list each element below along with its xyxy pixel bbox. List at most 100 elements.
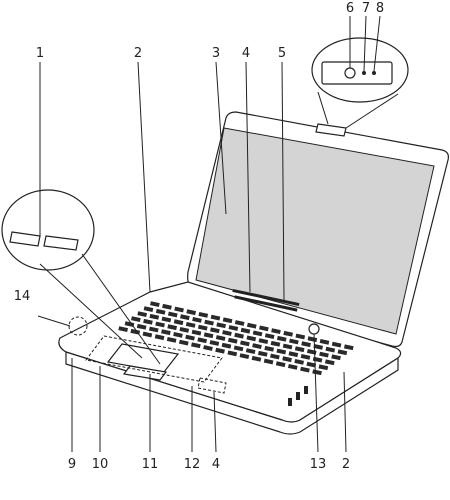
keyboard-key (227, 350, 238, 357)
keyboard-key (167, 311, 178, 318)
keyboard-key (215, 347, 225, 354)
callout-6: 6 (346, 1, 354, 16)
keyboard-key (251, 355, 262, 362)
keyboard-key (307, 336, 318, 343)
keyboard-key (275, 361, 286, 368)
keyboard-key (179, 326, 190, 333)
keyboard-key (257, 350, 268, 357)
keyboard-key (124, 321, 135, 327)
keyboard-key (185, 322, 196, 328)
keyboard-key (319, 338, 330, 345)
keyboard-key (215, 335, 226, 341)
keyboard-key (222, 317, 233, 324)
sensor-region (68, 316, 88, 336)
keyboard-key (300, 366, 310, 373)
leader-4b (213, 391, 217, 453)
zoom-inset-button-right (43, 235, 79, 251)
zoom-camera-lens (344, 67, 356, 79)
keyboard-key (143, 306, 154, 312)
keyboard-key (191, 342, 201, 349)
keyboard-key (240, 340, 250, 347)
keyboard-key (222, 330, 232, 336)
callout-10: 10 (92, 457, 109, 472)
keyboard-key (143, 318, 153, 325)
palmrest-region (85, 335, 223, 383)
keyboard-key (319, 351, 329, 358)
keyboard-key (343, 344, 354, 351)
keyboard-key (209, 340, 220, 346)
leader-2b (343, 371, 347, 453)
callout-14: 14 (14, 289, 31, 304)
keyboard-key (221, 342, 232, 349)
keyboard-key (276, 348, 287, 355)
keyboard-key (186, 309, 197, 316)
callout-8: 8 (376, 1, 384, 16)
keyboard-key (271, 328, 281, 334)
keyboard-key (142, 331, 153, 338)
keyboard-key (197, 337, 208, 344)
keyboard-key (283, 330, 294, 337)
zoom-led-dot (372, 71, 376, 75)
keyboard-key (166, 337, 177, 343)
keyboard-key (300, 354, 311, 360)
keyboard-key (287, 364, 298, 370)
leader-5 (281, 61, 285, 301)
keyboard-key (331, 341, 342, 348)
keyboard-key (155, 308, 166, 315)
keyboard-key (118, 326, 129, 332)
leader-7 (363, 15, 367, 72)
speaker-grille-top (232, 288, 300, 312)
callout-13: 13 (310, 457, 327, 472)
keyboard-key (240, 327, 251, 334)
callout-7: 7 (362, 1, 370, 16)
keyboard-key (289, 338, 299, 345)
keyboard-key (148, 326, 159, 333)
callout-9: 9 (68, 457, 76, 472)
keyboard-key (154, 334, 165, 341)
keyboard-key (331, 354, 341, 361)
keyboard-key (246, 322, 257, 329)
keyboard-key (203, 345, 213, 351)
keyboard-key (295, 333, 306, 340)
keyboard-key (234, 320, 245, 326)
keyboard-key (191, 329, 202, 336)
callout-4b: 4 (212, 457, 220, 472)
keyboard-key (294, 346, 305, 353)
keyboard-key (264, 333, 275, 339)
keyboard-key (210, 314, 221, 321)
zoom-webcam-line-b (345, 93, 399, 129)
keyboard-key (264, 345, 275, 352)
keyboard-key (270, 340, 281, 347)
zoom-inset-touchpad (1, 189, 95, 271)
keyboard-key (294, 358, 305, 365)
keyboard-key (167, 324, 178, 331)
keyboard-key (252, 343, 262, 349)
keyboard-key (161, 329, 171, 336)
callout-11: 11 (142, 457, 159, 472)
keyboard-key (337, 349, 348, 356)
keyboard-key (324, 359, 335, 366)
keyboard-key (325, 346, 336, 353)
keyboard-key (185, 334, 195, 341)
keyboard (118, 301, 354, 376)
leader-14 (37, 315, 71, 327)
laptop-screen (195, 127, 435, 335)
keyboard-key (173, 332, 183, 338)
keyboard-key (239, 353, 250, 359)
zoom-webcam-housing (321, 61, 393, 85)
keyboard-key (306, 361, 317, 368)
zoom-line-a (39, 263, 143, 359)
zoom-inset-button-left (9, 231, 41, 247)
keyboard-key (270, 353, 280, 360)
keyboard-key (263, 358, 274, 365)
keyboard-key (288, 351, 299, 358)
laptop-front-edge (65, 351, 399, 435)
webcam-bezel (315, 123, 347, 137)
keyboard-key (259, 325, 269, 332)
keyboard-key (204, 319, 214, 326)
leader-3 (215, 61, 227, 215)
keyboard-key (246, 335, 257, 342)
keyboard-key (192, 317, 202, 323)
leader-13 (313, 333, 319, 453)
